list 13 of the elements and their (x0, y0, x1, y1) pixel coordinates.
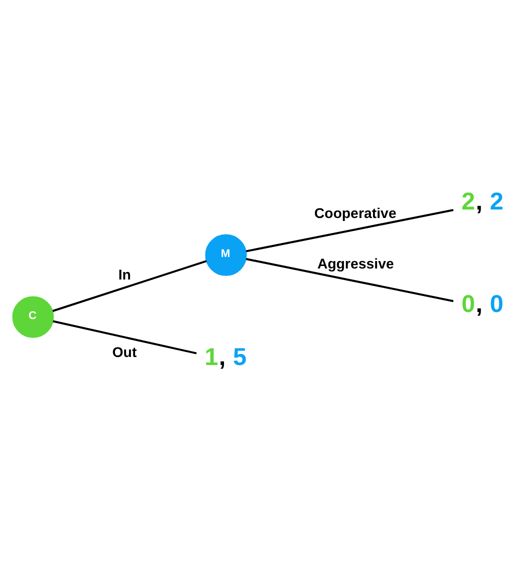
edge-label: Aggressive (317, 256, 394, 272)
connector (246, 208, 454, 252)
node-circle: M (205, 234, 247, 276)
node-text: 2, 2 (461, 188, 504, 216)
connector (246, 258, 454, 302)
edge-label: Cooperative (314, 205, 396, 222)
edge-label: In (118, 267, 131, 284)
edge-label: Out (112, 344, 137, 360)
connector (52, 260, 207, 312)
node-text: 0, 0 (461, 290, 504, 318)
node-text: 1, 5 (204, 343, 247, 370)
connector (52, 320, 197, 354)
node-circle: C (12, 296, 54, 338)
